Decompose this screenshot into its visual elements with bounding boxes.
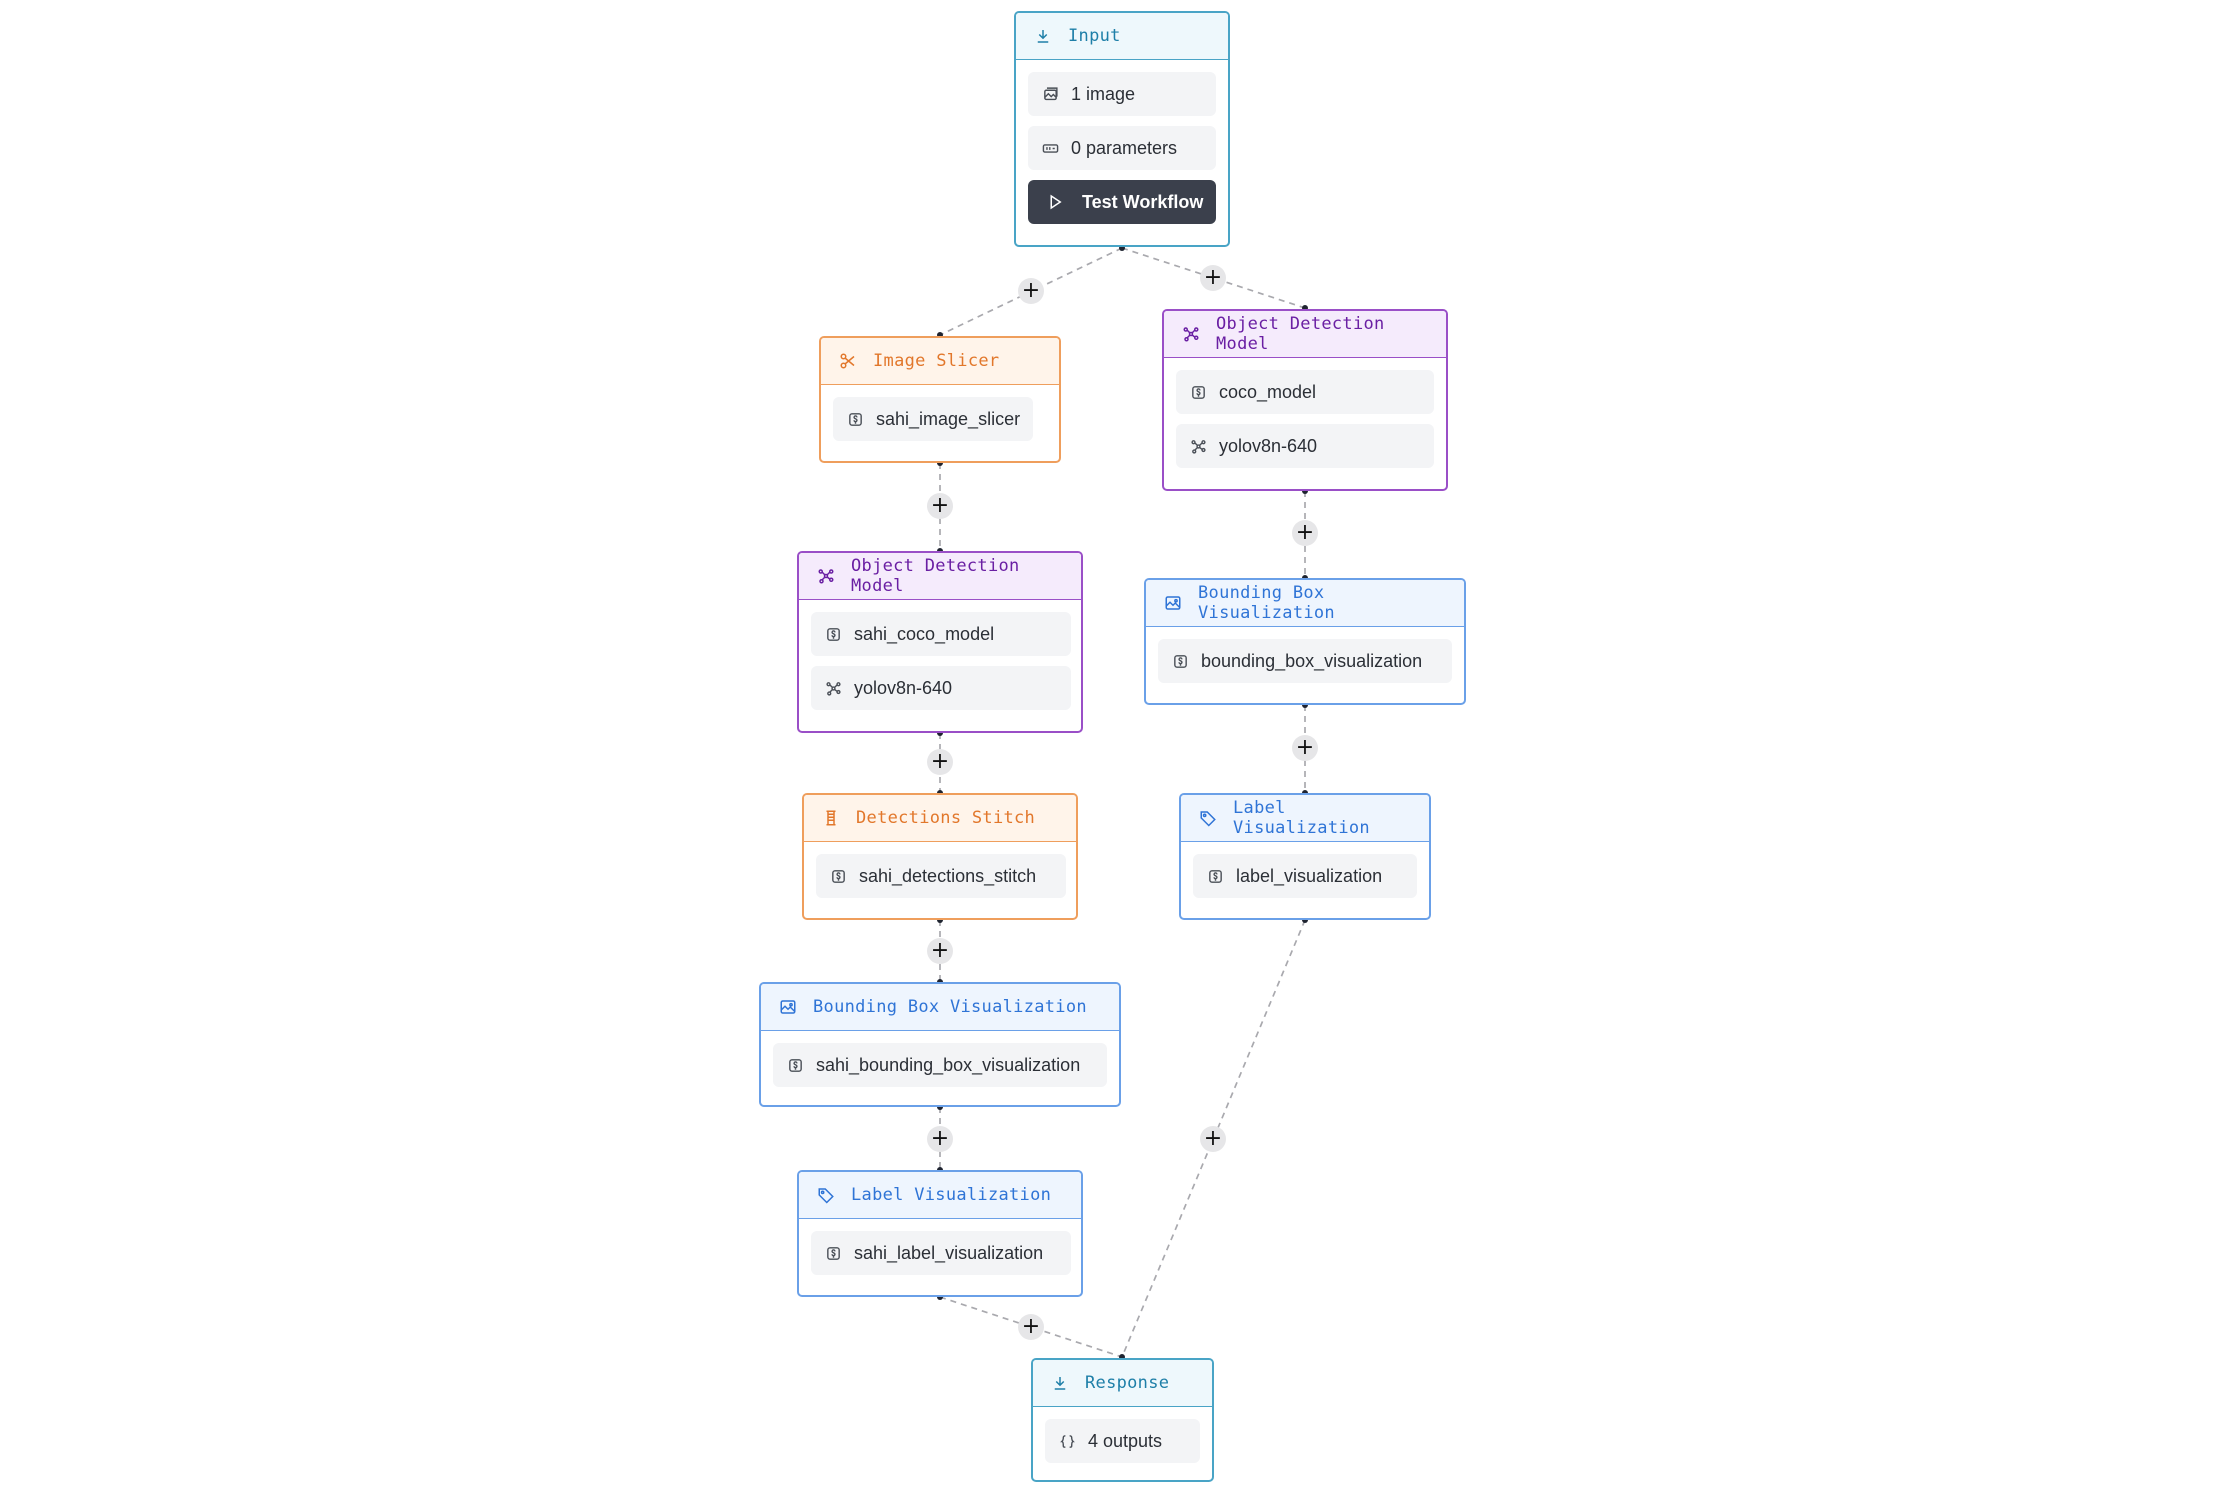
od-model-right-name-row[interactable]: coco_model [1176, 370, 1434, 414]
scissors-icon [839, 352, 857, 370]
input-node-header: Input [1016, 13, 1228, 60]
add-step-button-label-left-response[interactable]: + [1018, 1314, 1044, 1340]
add-step-button-bbox-left-label-left[interactable]: + [927, 1126, 953, 1152]
label-viz-left-node[interactable]: Label Visualization sahi_label_visualiza… [797, 1170, 1083, 1297]
play-icon [1046, 193, 1064, 211]
detections-stitch-header: Detections Stitch [804, 795, 1076, 842]
label-viz-left-title: Label Visualization [851, 1185, 1052, 1205]
add-step-button-od-left-stitch[interactable]: + [927, 749, 953, 775]
detections-stitch-name: sahi_detections_stitch [859, 865, 1037, 886]
input-node-title: Input [1068, 26, 1121, 46]
tag-icon [1199, 809, 1217, 827]
input-images-count: 1 image [1071, 83, 1136, 104]
detections-stitch-node[interactable]: Detections Stitch sahi_detections_stitch [802, 793, 1078, 920]
model-icon [1182, 325, 1200, 343]
response-title: Response [1085, 1373, 1170, 1393]
variable-icon [1172, 653, 1189, 670]
response-outputs: 4 outputs [1088, 1430, 1163, 1451]
variable-icon [1190, 384, 1207, 401]
add-step-button-od-right-bbox-right[interactable]: + [1292, 520, 1318, 546]
bbox-viz-right-node[interactable]: Bounding Box Visualization bounding_box_… [1144, 578, 1466, 705]
tag-icon [817, 1186, 835, 1204]
od-model-right-name: coco_model [1219, 381, 1317, 402]
od-model-left-name-row[interactable]: sahi_coco_model [811, 612, 1071, 656]
response-node[interactable]: Response 4 outputs [1031, 1358, 1214, 1482]
label-viz-right-name: label_visualization [1236, 865, 1383, 886]
model-icon [1190, 438, 1207, 455]
od-model-right-header: Object Detection Model [1164, 311, 1446, 358]
add-step-button-stitch-bbox-left[interactable]: + [927, 938, 953, 964]
test-workflow-label: Test Workflow [1082, 191, 1204, 212]
od-model-right-model-row[interactable]: yolov8n-640 [1176, 424, 1434, 468]
variable-icon [787, 1057, 804, 1074]
bbox-viz-right-name-row[interactable]: bounding_box_visualization [1158, 639, 1452, 683]
input-node[interactable]: Input 1 image 0 parameters Test Workflow [1014, 11, 1230, 247]
image-slicer-node[interactable]: Image Slicer sahi_image_slicer [819, 336, 1061, 463]
variable-icon [847, 411, 864, 428]
od-model-right-model: yolov8n-640 [1219, 435, 1318, 456]
input-parameters-row[interactable]: 0 parameters [1028, 126, 1216, 170]
label-viz-right-node[interactable]: Label Visualization label_visualization [1179, 793, 1431, 920]
variable-icon [830, 868, 847, 885]
variable-icon [825, 1245, 842, 1262]
od-model-left-model: yolov8n-640 [854, 677, 953, 698]
images-icon [1042, 86, 1059, 103]
add-step-button-input-slicer[interactable]: + [1018, 278, 1044, 304]
bbox-viz-left-header: Bounding Box Visualization [761, 984, 1119, 1031]
bbox-viz-right-title: Bounding Box Visualization [1198, 583, 1335, 623]
od-model-right-node[interactable]: Object Detection Model coco_model yolov8… [1162, 309, 1448, 491]
label-viz-left-name: sahi_label_visualization [854, 1242, 1044, 1263]
image-slicer-name-row[interactable]: sahi_image_slicer [833, 397, 1033, 441]
parameters-icon [1042, 140, 1059, 157]
test-workflow-button[interactable]: Test Workflow [1028, 180, 1216, 224]
detections-stitch-title: Detections Stitch [856, 808, 1036, 828]
variable-icon [1207, 868, 1224, 885]
detections-stitch-name-row[interactable]: sahi_detections_stitch [816, 854, 1066, 898]
bbox-viz-right-name: bounding_box_visualization [1201, 650, 1423, 671]
label-viz-right-name-row[interactable]: label_visualization [1193, 854, 1417, 898]
od-model-right-title: Object Detection Model [1216, 314, 1385, 354]
bbox-viz-right-header: Bounding Box Visualization [1146, 580, 1464, 627]
bbox-viz-left-node[interactable]: Bounding Box Visualization sahi_bounding… [759, 982, 1121, 1107]
variable-icon [825, 626, 842, 643]
bbox-viz-left-title: Bounding Box Visualization [813, 997, 1087, 1017]
image-slicer-title: Image Slicer [873, 351, 1000, 371]
label-viz-right-header: Label Visualization [1181, 795, 1429, 842]
label-viz-left-name-row[interactable]: sahi_label_visualization [811, 1231, 1071, 1275]
od-model-left-model-row[interactable]: yolov8n-640 [811, 666, 1071, 710]
od-model-left-name: sahi_coco_model [854, 623, 995, 644]
add-step-button-bbox-right-label-right[interactable]: + [1292, 735, 1318, 761]
add-step-button-input-od-right[interactable]: + [1200, 265, 1226, 291]
add-step-button-slicer-od-left[interactable]: + [927, 493, 953, 519]
download-icon [1034, 27, 1052, 45]
od-model-left-node[interactable]: Object Detection Model sahi_coco_model y… [797, 551, 1083, 733]
od-model-left-header: Object Detection Model [799, 553, 1081, 600]
image-slicer-header: Image Slicer [821, 338, 1059, 385]
braces-icon [1059, 1433, 1076, 1450]
bbox-viz-left-name: sahi_bounding_box_visualization [816, 1054, 1081, 1075]
label-viz-right-title: Label Visualization [1233, 798, 1370, 838]
od-model-left-title: Object Detection Model [851, 556, 1020, 596]
response-header: Response [1033, 1360, 1212, 1407]
label-viz-left-header: Label Visualization [799, 1172, 1081, 1219]
response-icon [1051, 1374, 1069, 1392]
input-images-row[interactable]: 1 image [1028, 72, 1216, 116]
image-icon [1164, 594, 1182, 612]
input-parameters-count: 0 parameters [1071, 137, 1178, 158]
add-step-button-label-right-response[interactable]: + [1200, 1126, 1226, 1152]
stitch-icon [822, 809, 840, 827]
image-icon [779, 998, 797, 1016]
image-slicer-name: sahi_image_slicer [876, 408, 1021, 429]
model-icon [825, 680, 842, 697]
model-icon [817, 567, 835, 585]
response-outputs-row[interactable]: 4 outputs [1045, 1419, 1200, 1463]
bbox-viz-left-name-row[interactable]: sahi_bounding_box_visualization [773, 1043, 1107, 1087]
